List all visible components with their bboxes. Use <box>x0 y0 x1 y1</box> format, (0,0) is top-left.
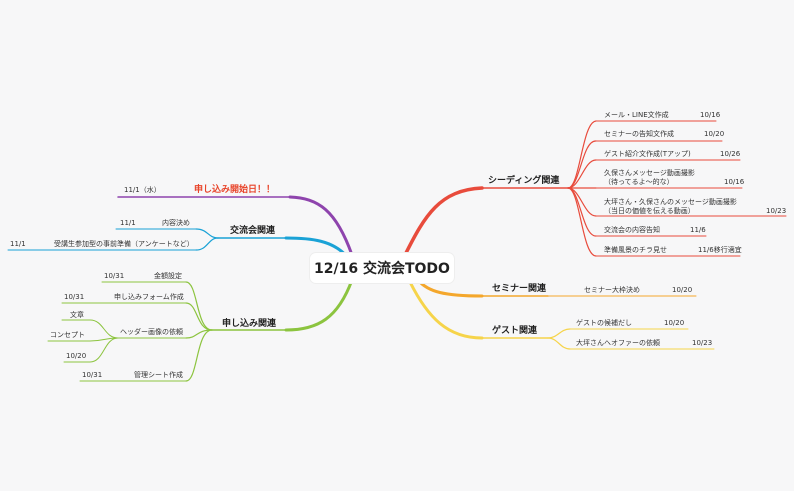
root-node[interactable]: 12/16 交流会TODO <box>310 253 454 283</box>
application-item-4-date: 10/31 <box>82 371 103 379</box>
guest-connectors <box>408 280 715 350</box>
exchange-item-1-date: 11/1 <box>120 219 136 227</box>
application-connectors <box>47 278 354 382</box>
seeding-item-4-date: 10/16 <box>724 178 745 186</box>
seeding-item-7-date: 11/6移行適宜 <box>698 246 742 254</box>
seeding-item-5-date: 10/23 <box>766 207 787 215</box>
seeding-item-5-label-line2: （当日の価値を伝える動画） <box>604 207 695 215</box>
seeding-connectors <box>403 120 787 257</box>
start-date: 11/1（水） <box>124 186 161 194</box>
application-item-2-date: 10/31 <box>64 293 85 301</box>
seeding-item-3-date: 10/26 <box>720 150 741 158</box>
application-item-1-label[interactable]: 金額設定 <box>154 272 182 280</box>
branch-guest-label[interactable]: ゲスト関連 <box>492 326 538 336</box>
guest-item-2-label[interactable]: 大坪さんへオファーの依頼 <box>576 339 660 347</box>
seeding-item-1-label[interactable]: メール・LINE文作成 <box>604 111 669 119</box>
branch-exchange-label[interactable]: 交流会関連 <box>230 226 276 236</box>
seminar-item-1-date: 10/20 <box>672 286 693 294</box>
seeding-item-6-label[interactable]: 交流会の内容告知 <box>604 226 660 234</box>
seeding-item-2-date: 10/20 <box>704 130 725 138</box>
seminar-connectors <box>416 278 697 298</box>
seeding-item-6-date: 11/6 <box>690 226 706 234</box>
start-connectors <box>117 195 354 257</box>
branch-seeding-label[interactable]: シーディング関連 <box>488 176 560 186</box>
exchange-item-2-date: 11/1 <box>10 240 26 248</box>
seeding-item-7-label[interactable]: 準備風景のチラ見せ <box>604 246 667 254</box>
branch-start-label[interactable]: 申し込み開始日！！ <box>194 185 276 195</box>
branch-seminar-label[interactable]: セミナー関連 <box>492 284 547 294</box>
branch-application-label[interactable]: 申し込み関連 <box>222 319 277 329</box>
exchange-item-1-label[interactable]: 内容決め <box>162 219 190 227</box>
application-item-4-label[interactable]: 管理シート作成 <box>134 371 183 379</box>
application-item-3-child-2[interactable]: コンセプト <box>50 331 85 339</box>
seeding-item-1-date: 10/16 <box>700 111 721 119</box>
application-item-1-date: 10/31 <box>104 272 125 280</box>
exchange-item-2-label[interactable]: 受講生参加型の事前準備（アンケートなど） <box>54 240 194 248</box>
application-item-3-child-1[interactable]: 文章 <box>70 311 84 319</box>
seeding-item-5-label-line1[interactable]: 大坪さん・久保さんのメッセージ動画撮影 <box>604 198 737 206</box>
application-item-2-label[interactable]: 申し込みフォーム作成 <box>114 293 184 301</box>
seeding-item-4-label-line2: （待ってるよ～的な） <box>604 178 674 186</box>
guest-item-1-label[interactable]: ゲストの候補だし <box>576 319 632 327</box>
seminar-item-1-label[interactable]: セミナー大枠決め <box>584 286 640 294</box>
guest-item-2-date: 10/23 <box>692 339 713 347</box>
application-item-3-date: 10/20 <box>66 352 87 360</box>
root-title: 12/16 交流会TODO <box>314 261 450 277</box>
application-item-3-label[interactable]: ヘッダー画像の依頼 <box>120 328 183 336</box>
seeding-item-4-label-line1[interactable]: 久保さんメッセージ動画撮影 <box>604 169 695 177</box>
seeding-item-3-label[interactable]: ゲスト紹介文作成(Tアップ) <box>604 150 691 158</box>
seeding-item-2-label[interactable]: セミナーの告知文作成 <box>604 130 674 138</box>
guest-item-1-date: 10/20 <box>664 319 685 327</box>
